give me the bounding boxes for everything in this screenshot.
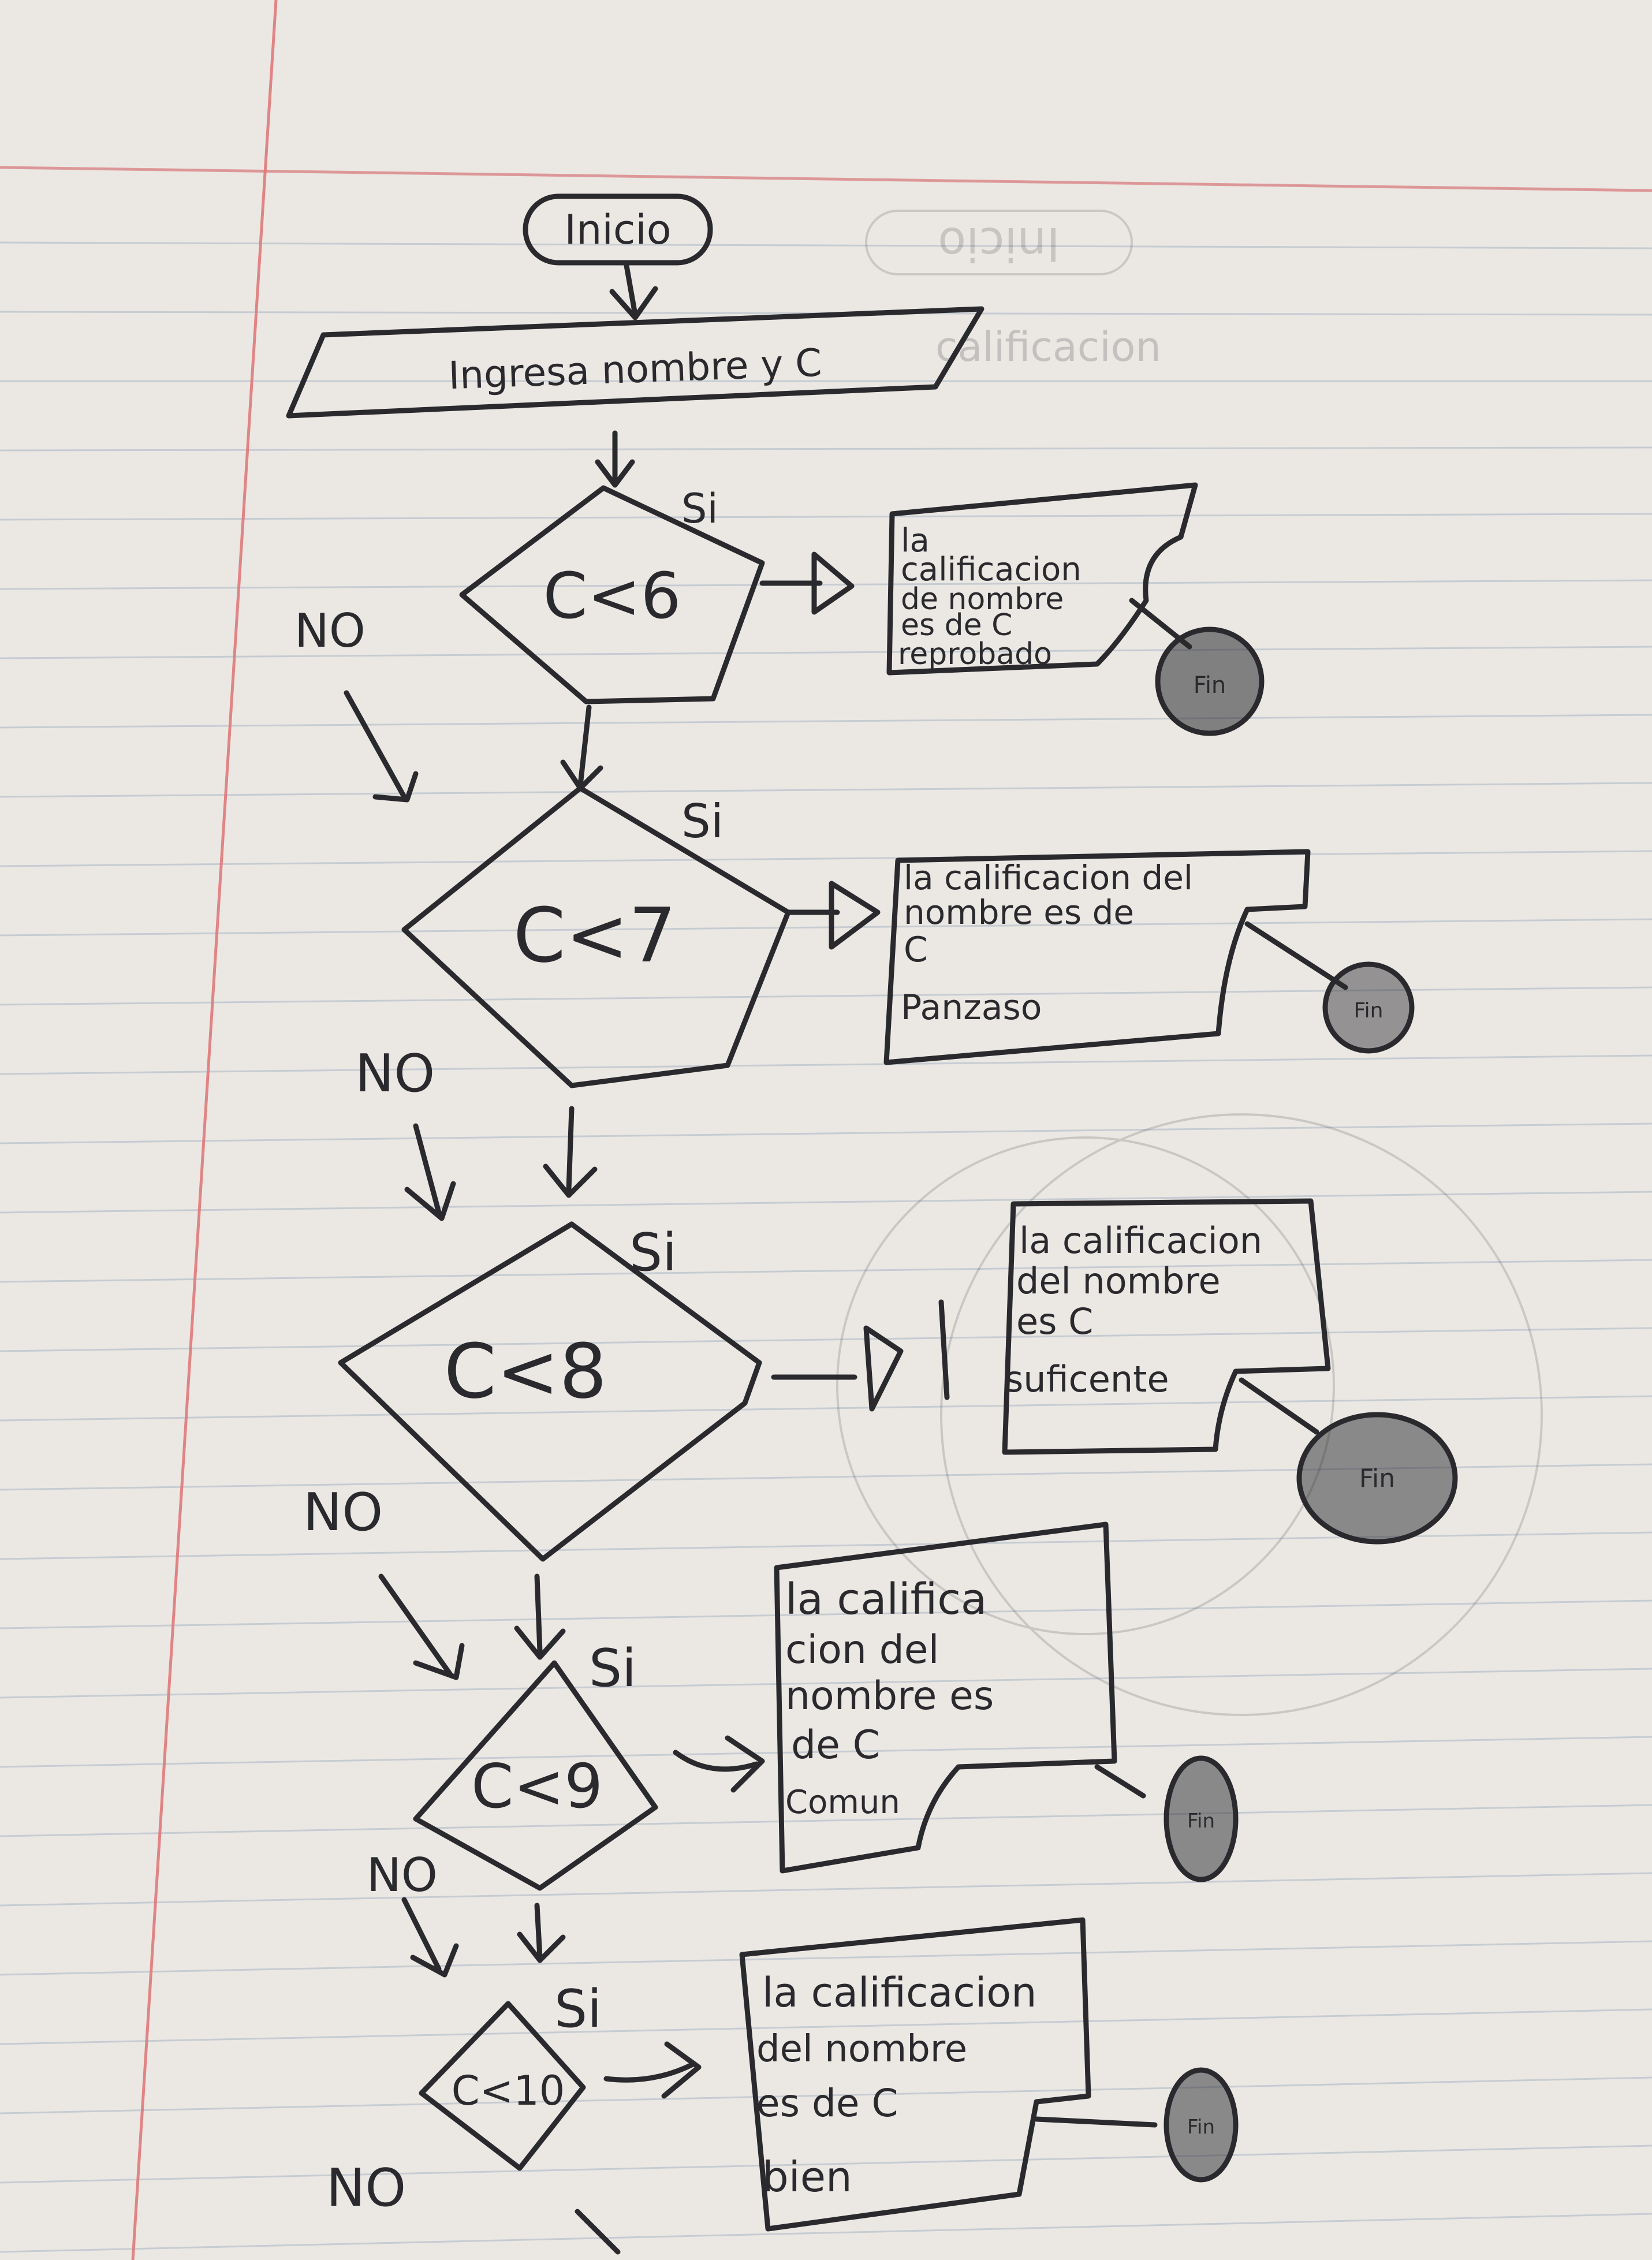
output-1-line-4: es de C [901, 608, 1012, 643]
decision-3-diamond [338, 1221, 762, 1562]
output-2-line-1: la calificacion del [904, 858, 1193, 897]
decision-1-diamond [459, 485, 765, 704]
output-2-connector-label: Fin [1354, 999, 1383, 1023]
decision-4-yes-arrow [673, 1735, 765, 1793]
start-label: Inicio [564, 206, 671, 253]
input-label: Ingresa nombre y C [448, 341, 822, 398]
decision-3-no-label: NO [303, 1482, 383, 1543]
decision-5-no-arrow [575, 2209, 621, 2255]
decision-1-condition: C<6 [543, 559, 681, 633]
decision-5-diamond [419, 2001, 586, 2171]
decision-2-condition: C<7 [513, 892, 676, 979]
arrow-start-to-input [609, 263, 658, 320]
output-2-line-4: Panzaso [901, 987, 1042, 1028]
output-3-document [1002, 1198, 1331, 1455]
decision-3-condition: C<8 [444, 1327, 607, 1415]
output-3-line-2: del nombre [1016, 1260, 1221, 1302]
output-4-line-3: nombre es [785, 1673, 994, 1719]
ruled-lines [0, 166, 1652, 2253]
decision-4-diamond [413, 1660, 658, 1891]
output-5-line-3: es de C [756, 2081, 898, 2125]
decision-2-no-label: NO [355, 1043, 435, 1104]
top-margin-line [0, 166, 1652, 192]
decision-1-yes-arrow [759, 551, 855, 615]
output-1-line-5: reprobado [898, 637, 1052, 672]
erased-marks [836, 210, 1543, 1716]
output-4-document [774, 1521, 1117, 1874]
decision-3-no-arrow [378, 1573, 566, 1680]
ghost-input-text: calificacion [935, 323, 1161, 371]
output-1-document [886, 482, 1198, 676]
input-parallelogram [286, 306, 985, 419]
output-3-line-4: suficente [1005, 1358, 1169, 1400]
output-1-connector-label: Fin [1194, 672, 1226, 699]
decision-5-yes-arrow [603, 2041, 702, 2099]
decision-2-diamond [401, 785, 791, 1088]
output-3-line-3: es C [1016, 1300, 1093, 1342]
decision-2-yes-arrow [785, 881, 881, 950]
output-5-connector-label: Fin [1187, 2116, 1215, 2139]
decision-4-no-arrow [401, 1897, 566, 1978]
output-3-connector-label: Fin [1359, 1464, 1395, 1493]
start-terminal [523, 193, 713, 266]
output-1-line-2: calificacion [901, 551, 1082, 588]
decision-2-yes-label: Si [681, 795, 724, 848]
output-5-line-4: bien [762, 2153, 852, 2201]
decision-3-yes-label: Si [629, 1222, 677, 1283]
decision-3-yes-arrow [771, 1299, 950, 1412]
output-1-line-1: la [901, 522, 930, 560]
decision-5-condition: C<10 [452, 2067, 565, 2114]
output-3-line-1: la calificacion [1019, 1219, 1262, 1262]
output-4-line-1: la califica [785, 1575, 987, 1624]
output-4-end-connector [1094, 1755, 1239, 1882]
output-2-document [883, 849, 1311, 1065]
decision-1-no-label: NO [294, 604, 366, 658]
output-1-end-connector [1129, 598, 1265, 736]
decision-2-no-arrow [404, 1106, 598, 1221]
output-2-line-3: C [904, 930, 928, 970]
decision-4-condition: C<9 [471, 1751, 603, 1822]
output-3-end-connector [1239, 1377, 1458, 1545]
output-2-line-2: nombre es de [904, 893, 1134, 932]
output-4-connector-label: Fin [1187, 1810, 1215, 1833]
ghost-start-text: Inicio [938, 217, 1060, 271]
output-1-line-3: de nombre [901, 582, 1064, 617]
output-4-line-2: cion del [785, 1627, 939, 1673]
decision-4-yes-label: Si [589, 1638, 636, 1699]
decision-4-no-label: NO [367, 1848, 438, 1902]
decision-5-yes-label: Si [554, 1979, 602, 2039]
output-5-end-connector [1034, 2067, 1239, 2183]
output-2-end-connector [1244, 921, 1415, 1054]
decision-1-no-arrow [344, 690, 603, 803]
left-margin-line [131, 0, 278, 2260]
output-5-line-1: la calificacion [762, 1969, 1036, 2016]
arrow-input-to-decision-1 [595, 430, 635, 488]
decision-1-yes-label: Si [681, 485, 718, 532]
output-4-line-4: de C [791, 1722, 880, 1768]
output-5-line-2: del nombre [756, 2028, 967, 2071]
output-4-line-5: Comun [785, 1784, 900, 1821]
output-5-document [739, 1917, 1091, 2232]
decision-5-no-label: NO [326, 2158, 406, 2218]
